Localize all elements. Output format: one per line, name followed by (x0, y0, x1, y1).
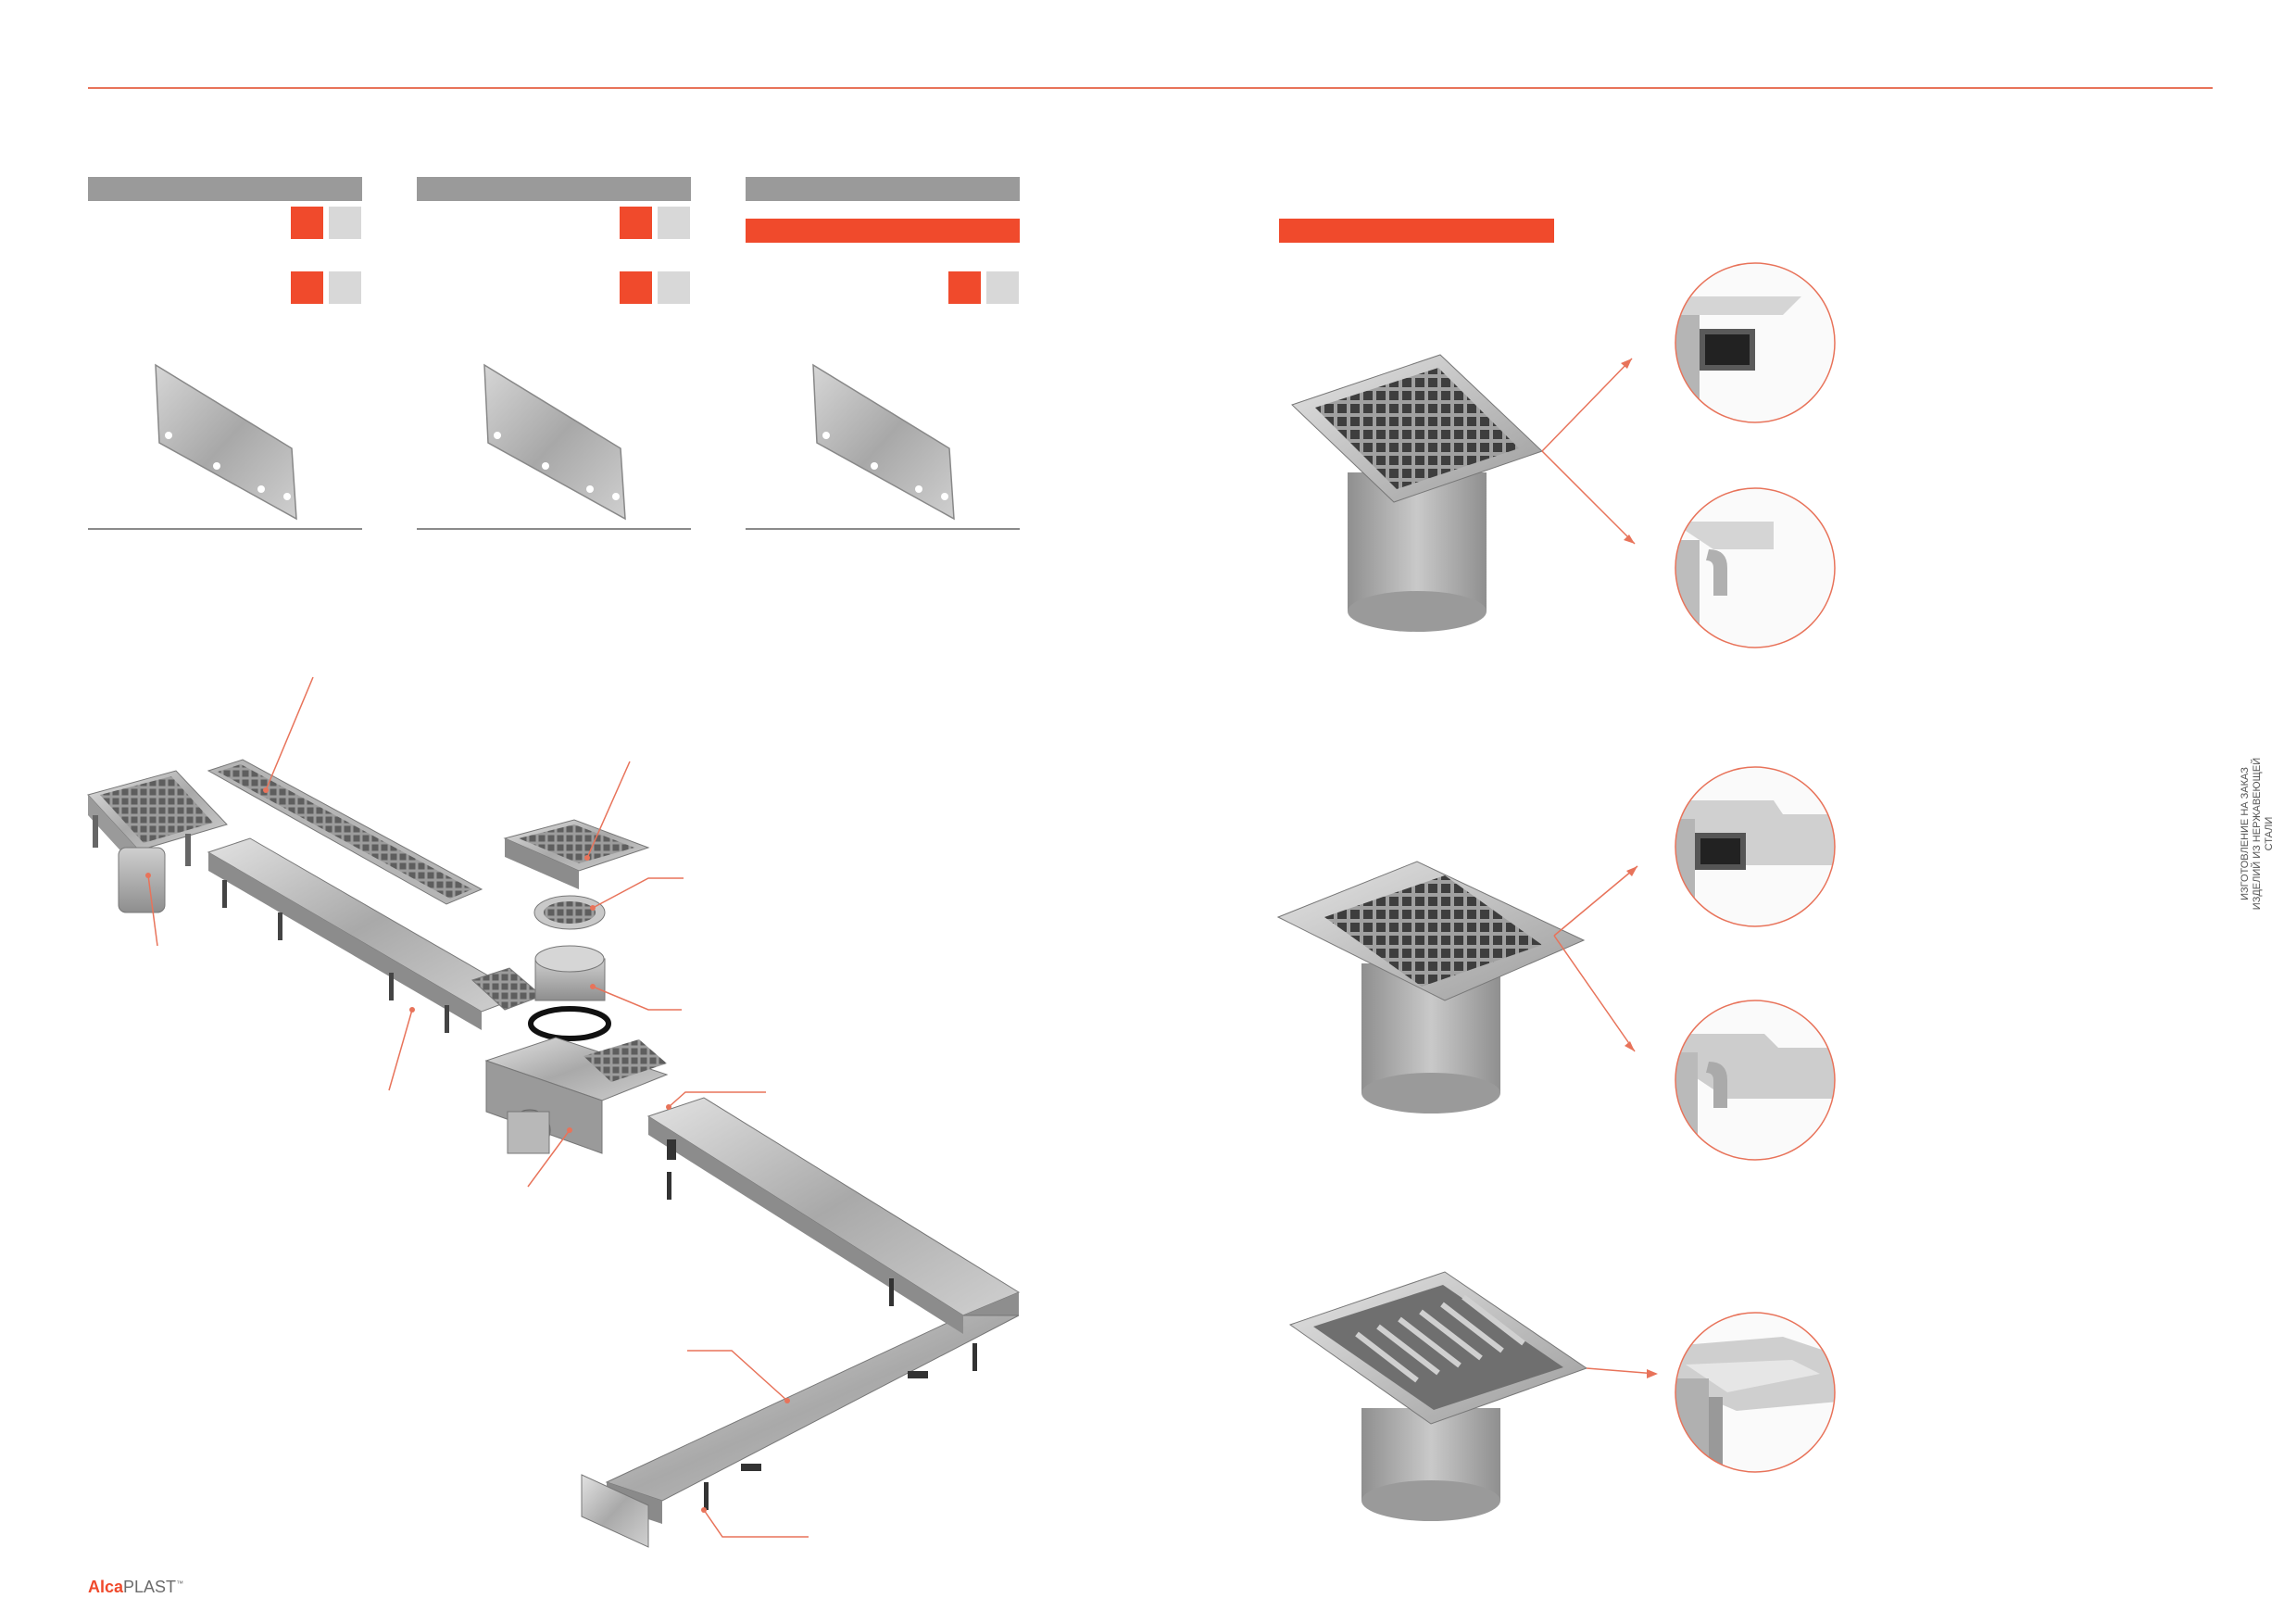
square-drain-icon (1276, 354, 1658, 1521)
side-note-text: ИЗГОТОВЛЕНИЕ НА ЗАКАЗ ИЗДЕЛИЙ ИЗ НЕРЖАВЕ… (2240, 757, 2275, 911)
end-cap-plate-icon (155, 363, 297, 521)
edge-profile-detail-icon (1675, 487, 1836, 648)
edge-profile-detail-icon (1675, 1000, 1836, 1161)
highlight-bar (746, 219, 1020, 243)
column-footer-rule (88, 528, 362, 530)
column-header-bar (417, 177, 691, 201)
end-cap-plate-icon (483, 363, 626, 521)
option-swatch-red (620, 207, 652, 239)
option-swatch-red (948, 271, 981, 304)
section-highlight-bar (1279, 219, 1554, 243)
option-swatch-grey (658, 207, 690, 239)
option-swatch-red (291, 271, 323, 304)
edge-profile-detail-icon (1675, 766, 1836, 927)
option-swatch-grey (329, 207, 361, 239)
logo-part-2: PLAST (123, 1578, 177, 1596)
brand-logo: AlcaPLAST™ (88, 1578, 183, 1597)
channel-assembly-icon (87, 676, 1021, 1548)
option-swatch-red (620, 271, 652, 304)
column-header-bar (88, 177, 362, 201)
column-footer-rule (746, 528, 1020, 530)
logo-part-1: Alca (88, 1578, 124, 1596)
logo-trademark: ™ (176, 1579, 184, 1588)
header-rule (88, 87, 2213, 89)
side-note: ИЗГОТОВЛЕНИЕ НА ЗАКАЗ ИЗДЕЛИЙ ИЗ НЕРЖАВЕ… (2240, 750, 2296, 917)
option-swatch-red (291, 207, 323, 239)
column-header-bar (746, 177, 1020, 201)
edge-profile-detail-icon (1675, 1312, 1836, 1473)
edge-profile-detail-icon (1675, 262, 1836, 423)
option-swatch-grey (658, 271, 690, 304)
end-cap-plate-icon (812, 363, 955, 521)
option-swatch-grey (986, 271, 1019, 304)
option-swatch-grey (329, 271, 361, 304)
column-footer-rule (417, 528, 691, 530)
